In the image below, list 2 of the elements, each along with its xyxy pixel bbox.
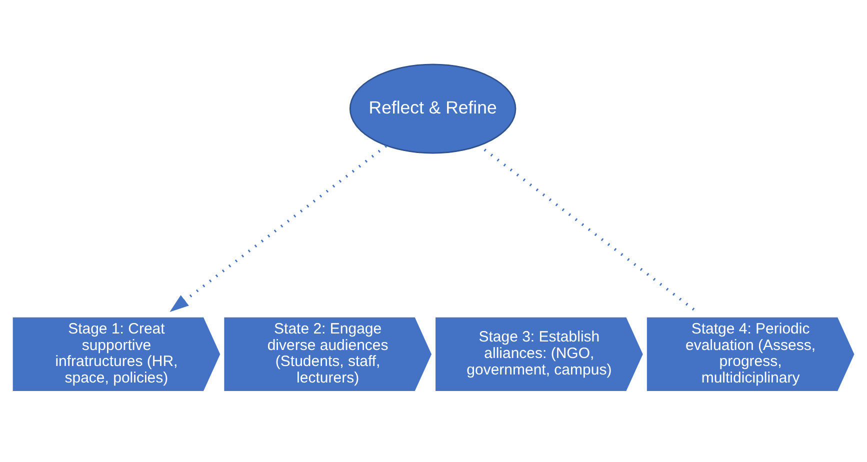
- node-ellipse: Reflect & Refine: [349, 63, 516, 154]
- arrow: [170, 144, 387, 312]
